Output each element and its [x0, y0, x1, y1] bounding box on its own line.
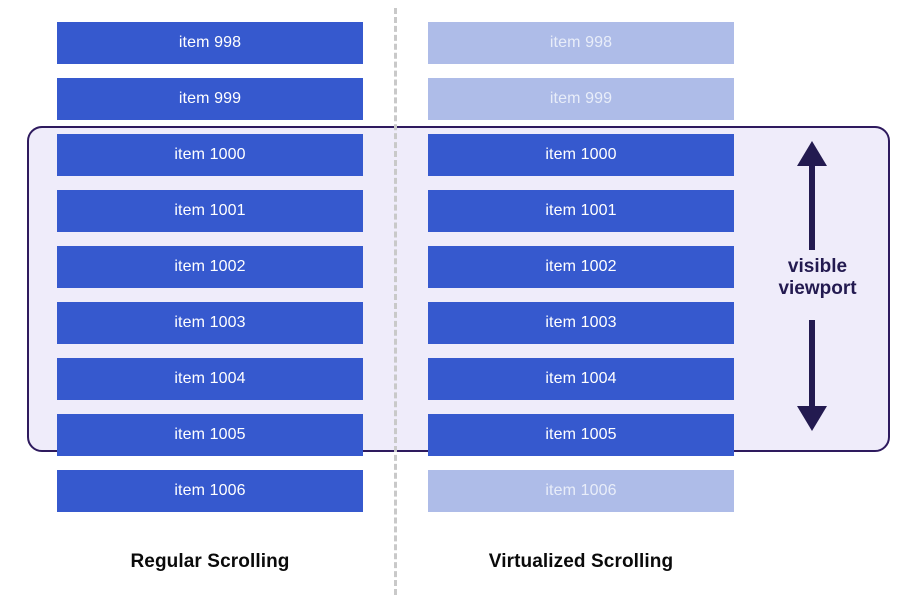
caption-regular-scrolling: Regular Scrolling: [130, 551, 290, 572]
column-divider: [394, 8, 397, 595]
regular-scrolling-list: item 998 item 999 item 1000 item 1001 item 1…: [57, 22, 363, 526]
regular-list-item-label: item 1002: [174, 258, 246, 275]
regular-list-item[interactable]: item 999: [57, 78, 363, 120]
virtualized-list-item-label: item 1002: [545, 258, 617, 275]
regular-list-item-label: item 998: [178, 34, 242, 51]
virtualized-list-item[interactable]: item 998: [428, 22, 734, 64]
regular-list-item[interactable]: item 1006: [57, 470, 363, 512]
regular-list-item-label: item 1003: [174, 314, 246, 331]
regular-list-item-label: item 1006: [174, 482, 246, 499]
virtualized-list-item[interactable]: item 1005: [428, 414, 734, 456]
regular-list-item-label: item 999: [178, 90, 242, 107]
caption-virtualized-scrolling: Virtualized Scrolling: [488, 551, 674, 572]
virtualized-list-item-label: item 1006: [545, 482, 617, 499]
virtualized-list-item-label: item 1001: [545, 202, 617, 219]
regular-list-item[interactable]: item 1001: [57, 190, 363, 232]
virtualized-list-item[interactable]: item 1002: [428, 246, 734, 288]
regular-list-item-label: item 1001: [174, 202, 246, 219]
virtualized-list-item-label: item 1004: [545, 370, 617, 387]
virtualized-list-item[interactable]: item 1004: [428, 358, 734, 400]
virtualized-list-item-label: item 998: [549, 34, 613, 51]
regular-list-item[interactable]: item 1000: [57, 134, 363, 176]
virtualized-list-item[interactable]: item 999: [428, 78, 734, 120]
regular-list-item-label: item 1004: [174, 370, 246, 387]
virtualized-list-item-label: item 1005: [545, 426, 617, 443]
virtualized-list-item[interactable]: item 1006: [428, 470, 734, 512]
virtualized-list-item[interactable]: item 1000: [428, 134, 734, 176]
virtualized-list-item-label: item 1003: [545, 314, 617, 331]
virtualized-list-item-label: item 999: [549, 90, 613, 107]
regular-list-item[interactable]: item 1005: [57, 414, 363, 456]
regular-list-item-label: item 1000: [174, 146, 246, 163]
regular-list-item[interactable]: item 1004: [57, 358, 363, 400]
regular-list-item[interactable]: item 1002: [57, 246, 363, 288]
regular-list-item[interactable]: item 1003: [57, 302, 363, 344]
regular-list-item-label: item 1005: [174, 426, 246, 443]
virtualized-scrolling-list: item 998 item 999 item 1000 item 1001 item 1…: [428, 22, 734, 526]
regular-list-item[interactable]: item 998: [57, 22, 363, 64]
virtualized-list-item[interactable]: item 1003: [428, 302, 734, 344]
virtualized-list-item-label: item 1000: [545, 146, 617, 163]
virtualized-list-item[interactable]: item 1001: [428, 190, 734, 232]
